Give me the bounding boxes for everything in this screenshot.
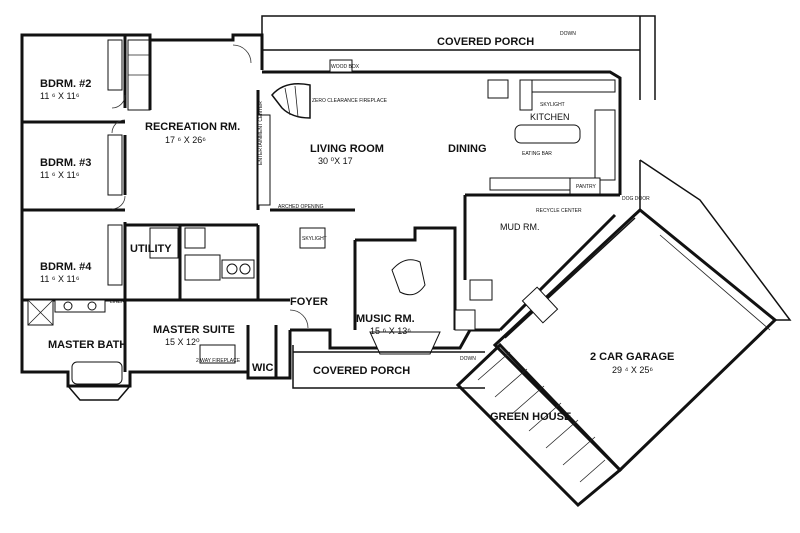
eating-bar-note: EATING BAR bbox=[522, 151, 552, 157]
skylight-note-kitchen: SKYLIGHT bbox=[540, 102, 565, 108]
recreation-room-dims: 17 ⁶ X 26⁶ bbox=[165, 135, 206, 145]
music-room-walls bbox=[353, 226, 457, 355]
recreation-room-label: RECREATION RM. bbox=[145, 121, 240, 133]
master-suite-dims: 15 X 12⁰ bbox=[165, 337, 200, 347]
mud-room-walls bbox=[453, 193, 620, 332]
two-way-fireplace-note: 2 WAY FIREPLACE bbox=[196, 358, 241, 364]
utility-label: UTILITY bbox=[130, 243, 172, 255]
pantry-note: PANTRY bbox=[576, 184, 596, 190]
garage-dims: 29 ⁴ X 25⁶ bbox=[612, 365, 653, 375]
wood-box-note: WOOD BOX bbox=[331, 64, 360, 70]
green-house-label: GREEN HOUSE bbox=[490, 411, 571, 423]
covered-porch-bottom-label: COVERED PORCH bbox=[313, 365, 410, 377]
center-walls bbox=[125, 223, 260, 302]
arched-opening-note: ARCHED OPENING bbox=[278, 204, 324, 210]
living-room-walls bbox=[256, 59, 355, 212]
master-walls bbox=[22, 298, 236, 401]
living-room-dims: 30 ⁰X 17 bbox=[318, 156, 353, 166]
master-bath-label: MASTER BATH bbox=[48, 339, 127, 351]
kitchen-label: KITCHEN bbox=[530, 112, 570, 122]
bedroom-3-label: BDRM. #3 bbox=[40, 157, 91, 169]
wic-label: WIC bbox=[252, 362, 273, 374]
entertainment-center-note: ENTERTAINMENT CENTER bbox=[258, 101, 264, 165]
dining-label: DINING bbox=[448, 143, 487, 155]
covered-porch-top-label: COVERED PORCH bbox=[437, 36, 534, 48]
music-room-label: MUSIC RM. bbox=[356, 313, 415, 325]
music-room-dims: 15 ⁶ X 13⁶ bbox=[370, 326, 411, 336]
kitchen-fixtures bbox=[487, 79, 616, 197]
recreation-closets bbox=[127, 39, 252, 111]
bedroom-4-dims: 11 ⁶ X 11⁶ bbox=[40, 274, 80, 284]
linen-note: LINEN bbox=[110, 299, 125, 305]
green-house-outline bbox=[455, 342, 623, 508]
bedroom-4-label: BDRM. #4 bbox=[40, 261, 92, 273]
down-note-bottom: DOWN bbox=[460, 356, 476, 362]
bedroom-3-dims: 11 ⁶ X 11⁶ bbox=[40, 170, 80, 180]
garage-outline bbox=[492, 159, 792, 473]
recycle-center-note: RECYCLE CENTER bbox=[536, 208, 582, 214]
zero-clearance-fireplace-note: ZERO CLEARANCE FIREPLACE bbox=[312, 98, 388, 104]
down-note-top: DOWN bbox=[560, 31, 576, 37]
bedroom-2-dims: 11 ⁶ X 11⁶ bbox=[40, 91, 80, 101]
mud-room-label: MUD RM. bbox=[500, 222, 540, 232]
living-room-label: LIVING ROOM bbox=[310, 143, 384, 155]
garage-label: 2 CAR GARAGE bbox=[590, 351, 674, 363]
foyer-label: FOYER bbox=[290, 296, 328, 308]
bedroom-2-label: BDRM. #2 bbox=[40, 78, 91, 90]
dog-door-note: DOG DOOR bbox=[622, 196, 650, 202]
master-suite-label: MASTER SUITE bbox=[153, 324, 235, 336]
skylight-note-foyer: SKYLIGHT bbox=[302, 236, 327, 242]
covered-porch-bottom-outline bbox=[292, 345, 485, 389]
bedroom-walls bbox=[22, 35, 127, 300]
foyer-walls bbox=[246, 227, 326, 378]
